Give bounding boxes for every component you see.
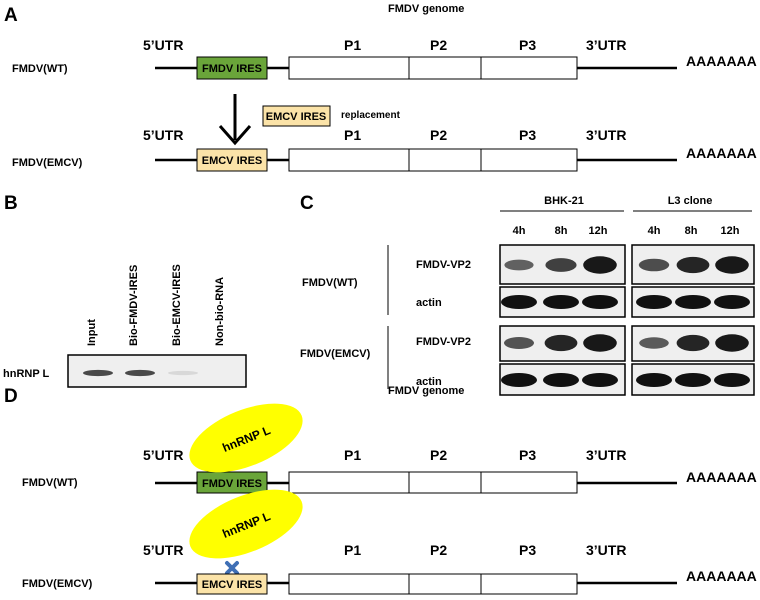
panel-a-replace-box: [262, 105, 331, 127]
panel-d-p3-label: P3: [519, 447, 536, 463]
panel-c-band-emcv-actin-l3: [675, 373, 711, 387]
panel-a-p2-label-2: P2: [430, 127, 447, 143]
panel-d-p1-label: P1: [344, 447, 361, 463]
panel-d-row2-polyprotein-box: [288, 573, 578, 595]
panel-a-replace-text: replacement: [341, 110, 401, 121]
panel-c-construct-wt: FMDV(WT): [302, 277, 358, 289]
panel-a-row2-polya: AAAAAAA: [686, 145, 757, 161]
panel-d-row2-label: FMDV(EMCV): [22, 578, 93, 590]
panel-a-p3-label-2: P3: [519, 127, 536, 143]
panel-c-band-emcv-vp2-bhk: [504, 337, 534, 349]
panel-d-utr5-label-2: 5’UTR: [143, 542, 183, 558]
panel-c-band-wt-actin-l3: [675, 295, 711, 309]
panel-b-bands: [83, 369, 198, 377]
panel-c-band-emcv-vp2-l3: [676, 334, 710, 352]
panel-d-utr5-label: 5’UTR: [143, 447, 183, 463]
panel-c-band-wt-vp2-bhk: [504, 259, 534, 271]
panel-a-utr5-label-2: 5’UTR: [143, 127, 183, 143]
panel-b-lane-bio-fmdv: Bio-FMDV-IRES: [128, 265, 140, 346]
panel-a-arrow-head: [218, 125, 252, 146]
panel-b-letter: B: [4, 193, 18, 214]
panel-b-lane-bio-emcv: Bio-EMCV-IRES: [171, 264, 183, 346]
panel-d-row1-polyprotein-box: [288, 471, 578, 494]
panel-c-band-wt-vp2-l3: [715, 256, 749, 274]
panel-c-band-emcv-actin-l3: [636, 373, 672, 387]
panel-a-letter: A: [4, 5, 18, 26]
panel-d-p2-label-2: P2: [430, 542, 447, 558]
panel-d-row1-ires-label: FMDV IRES: [202, 478, 262, 490]
panel-c-band-emcv-vp2-l3: [639, 337, 669, 349]
panel-c-band-wt-vp2-l3: [638, 258, 670, 272]
panel-c-band-emcv-actin-bhk: [501, 373, 537, 387]
panel-d-letter: D: [4, 386, 18, 407]
panel-d-block-x-icon: [225, 561, 239, 575]
panel-c-band-emcv-actin-l3: [714, 373, 750, 387]
panel-a-p1-label: P1: [344, 37, 361, 53]
panel-c-wt-actin-label: actin: [416, 297, 442, 309]
panel-b-lane-input: Input: [86, 319, 98, 346]
panel-a-utr3-label-2: 3’UTR: [586, 127, 626, 143]
panel-c-group-l3: L3 clone: [668, 195, 713, 207]
panel-c-construct-emcv: FMDV(EMCV): [300, 348, 371, 360]
panel-a-row1-ires-label: FMDV IRES: [202, 63, 262, 75]
panel-c-band-emcv-vp2-bhk: [544, 334, 578, 352]
panel-d-p2-label: P2: [430, 447, 447, 463]
panel-b-band: [83, 369, 113, 377]
panel-a-title: FMDV genome: [388, 3, 464, 15]
panel-a-row1-label: FMDV(WT): [12, 63, 68, 75]
panel-a-row2-ires-label: EMCV IRES: [202, 155, 263, 167]
panel-c-time-l3-12h: 12h: [721, 225, 740, 237]
panel-a-utr3-label: 3’UTR: [586, 37, 626, 53]
panel-c-emcv-actin-label: actin: [416, 376, 442, 388]
panel-d-row2-polya: AAAAAAA: [686, 568, 757, 584]
panel-c-letter: C: [300, 193, 314, 214]
panel-a-row1-polyprotein-box: [288, 56, 578, 80]
panel-c-emcv-vp2-label: FMDV-VP2: [416, 336, 471, 348]
panel-c-band-wt-actin-bhk: [543, 295, 579, 309]
panel-d-hnrnpl-bound-ellipse: [189, 403, 303, 473]
panel-a-p2-label: P2: [430, 37, 447, 53]
panel-c-group-bhk: BHK-21: [544, 195, 584, 207]
panel-d-title: FMDV genome: [388, 385, 464, 397]
panel-a-row1-polya: AAAAAAA: [686, 53, 757, 69]
panel-c-band-wt-vp2-bhk: [545, 258, 577, 272]
panel-a-p1-label-2: P1: [344, 127, 361, 143]
panel-c-band-wt-vp2-l3: [676, 256, 710, 274]
panel-a-replace-box-label: EMCV IRES: [266, 111, 327, 123]
panel-b-band: [168, 370, 198, 376]
panel-c-band-wt-actin-l3: [714, 295, 750, 309]
panel-d-row1-polya: AAAAAAA: [686, 469, 757, 485]
panel-a-row2-polyprotein-box: [288, 148, 578, 172]
panel-a-row2-label: FMDV(EMCV): [12, 157, 83, 169]
panel-d-utr3-label: 3’UTR: [586, 447, 626, 463]
panel-d-p3-label-2: P3: [519, 542, 536, 558]
panel-c-time-l3-8h: 8h: [685, 225, 698, 237]
panel-c-time-l3-4h: 4h: [648, 225, 661, 237]
panel-c-wt-vp2-label: FMDV-VP2: [416, 259, 471, 271]
panel-d-p1-label-2: P1: [344, 542, 361, 558]
panel-c-band-emcv-vp2-l3: [715, 334, 749, 352]
panel-c-band-wt-actin-l3: [636, 295, 672, 309]
panel-a-p3-label: P3: [519, 37, 536, 53]
panel-b-row-label: hnRNP L: [3, 368, 50, 380]
panel-c-band-wt-vp2-bhk: [583, 256, 617, 274]
panel-c-band-emcv-actin-bhk: [582, 373, 618, 387]
panel-b-band: [125, 369, 155, 377]
panel-b-lane-non-bio: Non-bio-RNA: [214, 277, 226, 346]
panel-d-row2-ires-label: EMCV IRES: [202, 579, 263, 591]
panel-c-band-emcv-vp2-bhk: [583, 334, 617, 352]
panel-c-bands: [501, 256, 750, 387]
panel-d-hnrnpl-unbound-ellipse: [189, 489, 303, 559]
panel-d-row1-label: FMDV(WT): [22, 477, 78, 489]
panel-c-band-emcv-actin-bhk: [543, 373, 579, 387]
panel-d-utr3-label-2: 3’UTR: [586, 542, 626, 558]
panel-c-time-bhk-8h: 8h: [555, 225, 568, 237]
panel-c-band-wt-actin-bhk: [582, 295, 618, 309]
panel-a-utr5-label: 5’UTR: [143, 37, 183, 53]
panel-c-time-bhk-12h: 12h: [589, 225, 608, 237]
panel-c-time-bhk-4h: 4h: [513, 225, 526, 237]
panel-c-band-wt-actin-bhk: [501, 295, 537, 309]
